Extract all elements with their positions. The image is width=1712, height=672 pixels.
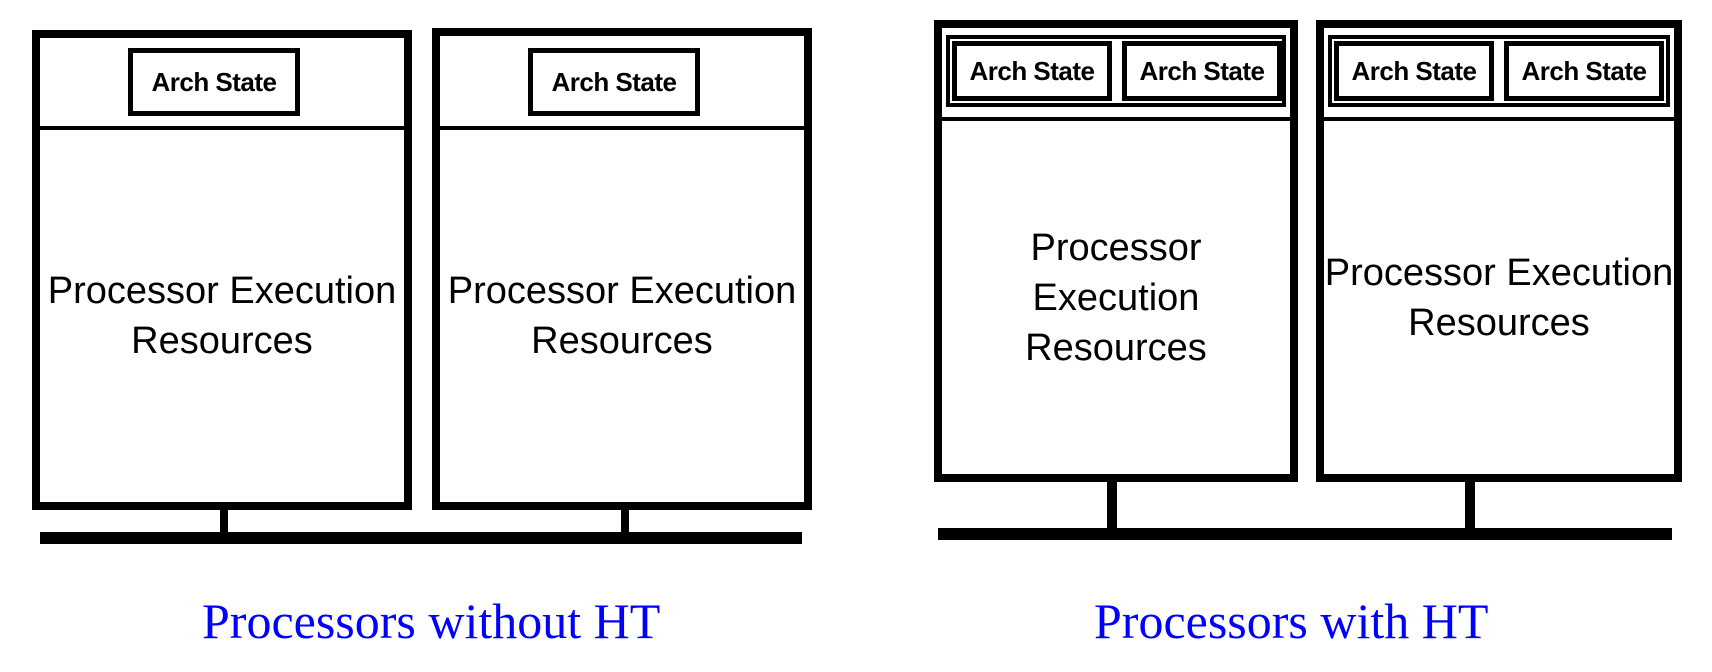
processor-connector [1465,482,1475,530]
arch-state-box: Arch State [128,48,300,116]
arch-state-box: Arch State [1122,41,1282,101]
execution-label-line2: Resources [131,320,313,362]
arch-state-box: Arch State [1334,41,1494,101]
execution-resources: Processor Execution Resources [40,130,404,502]
caption-with-ht: Processors with HT [1094,593,1489,649]
processor-box: Arch State Processor Execution Resources [32,30,412,510]
caption-without-ht: Processors without HT [202,593,661,649]
arch-state-header: Arch State [440,36,804,130]
processor-connector [1107,482,1117,530]
arch-state-box: Arch State [952,41,1112,101]
execution-resources: Processor Execution Resources [440,130,804,502]
execution-label-line2: Resources [1408,301,1590,344]
execution-label-line1: Processor Execution [447,270,797,312]
processor-box: Arch State Processor Execution Resources [432,28,812,510]
execution-label-line1: Processor Execution [1030,226,1202,319]
system-bus [938,528,1672,540]
execution-label-line2: Resources [1025,326,1207,369]
execution-label-line2: Resources [531,320,713,362]
execution-label-line1: Processor Execution [1324,251,1674,294]
system-bus [40,532,802,544]
arch-state-box: Arch State [528,48,700,116]
arch-state-pair: Arch State Arch State [946,35,1286,107]
arch-state-header: Arch State [40,38,404,130]
processor-connector [220,510,228,534]
execution-label-line1: Processor Execution [47,270,397,312]
execution-resources: Processor Execution Resources [942,121,1290,474]
arch-state-box: Arch State [1504,41,1664,101]
arch-state-header: Arch State Arch State [1324,28,1674,121]
processor-box: Arch State Arch State Processor Executio… [1316,20,1682,482]
processor-box: Arch State Arch State Processor Executio… [934,20,1298,482]
execution-resources: Processor Execution Resources [1324,121,1674,474]
processor-connector [621,510,629,534]
arch-state-header: Arch State Arch State [942,28,1290,121]
arch-state-pair: Arch State Arch State [1328,35,1670,107]
